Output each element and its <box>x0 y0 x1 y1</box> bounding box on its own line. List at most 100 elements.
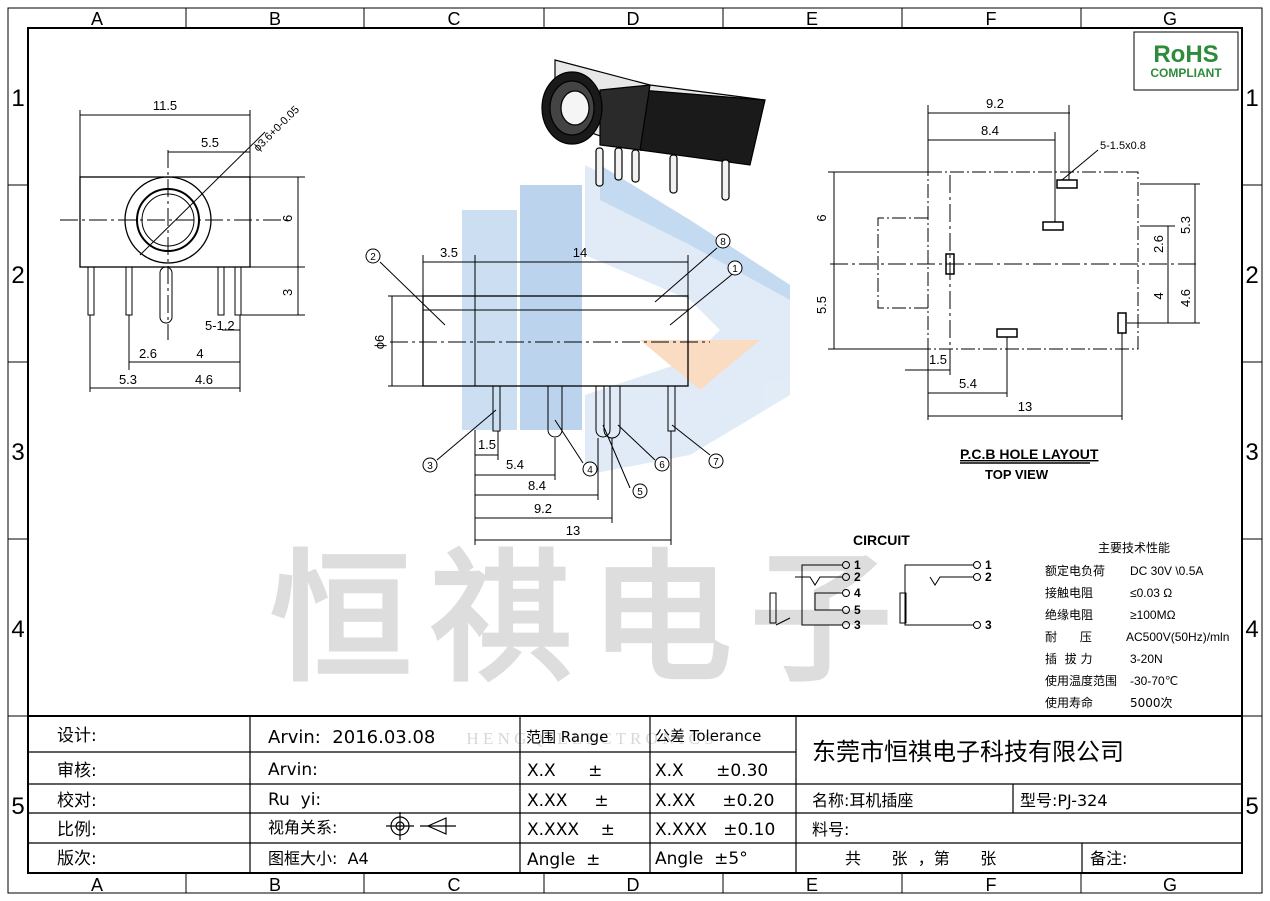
dim-8-4-front: 8.4 <box>528 478 546 493</box>
label-revision: 版次: <box>57 849 97 869</box>
grid-labels: A B C D E F G A B C D E F G 1 2 3 4 5 1 … <box>11 9 1258 895</box>
model-number: 型号:PJ-324 <box>1020 791 1108 810</box>
dim-4-6-pcb: 4.6 <box>1178 289 1193 307</box>
range-header: 范围 Range <box>526 728 608 746</box>
range-row-1: X.XX ± <box>527 791 609 811</box>
col-label-e-top: E <box>806 9 818 29</box>
front-view <box>379 247 736 545</box>
rohs-subtitle: COMPLIANT <box>1150 66 1222 80</box>
label-design: 设计: <box>57 726 97 746</box>
value-sheet-size: 图框大小: A4 <box>268 849 369 868</box>
tolerance-row-3: Angle ±5° <box>655 849 748 869</box>
pcb-layout-title: P.C.B HOLE LAYOUT TOP VIEW <box>960 446 1099 482</box>
col-label-e-bottom: E <box>806 875 818 895</box>
circuit-left-pin-5: 5 <box>854 603 861 617</box>
row-label-3-right: 3 <box>1245 439 1258 466</box>
spec-table: 主要技术性能 额定电负荷 DC 30V \0.5A 接触电阻 ≤0.03 Ω 绝… <box>1045 541 1229 710</box>
spec-label-6: 使用寿命 <box>1045 695 1093 710</box>
projection-symbol-icon <box>386 812 456 840</box>
value-review: Arvin: <box>268 760 318 780</box>
dim-diameter-3-6: ϕ3.6+0-0.05 <box>252 104 302 154</box>
tolerance-row-1: X.XX ±0.20 <box>655 791 774 811</box>
dim-diameter-6: ϕ6 <box>372 335 387 350</box>
dim-slot-size: 5-1.5x0.8 <box>1100 140 1146 152</box>
dim-3-5: 3.5 <box>440 245 458 260</box>
circuit-right-pin-1: 1 <box>985 558 992 572</box>
dim-2-6-pcb: 2.6 <box>1151 235 1166 253</box>
circuit-right-pin-3: 3 <box>985 618 992 632</box>
title-block-grid <box>28 715 1242 873</box>
rohs-title: RoHS <box>1153 41 1218 68</box>
spec-label-0: 额定电负荷 <box>1045 563 1105 578</box>
dim-13-pcb: 13 <box>1018 399 1032 414</box>
company-name: 东莞市恒祺电子科技有限公司 <box>812 738 1124 766</box>
spec-label-3: 耐 压 <box>1045 630 1092 644</box>
dim-3-side: 3 <box>280 289 295 296</box>
rohs-badge: RoHS COMPLIANT <box>1133 31 1239 91</box>
dim-14: 14 <box>573 245 587 260</box>
sheet-count: 共 张 ，第 张 <box>845 849 996 868</box>
spec-value-0: DC 30V \0.5A <box>1130 564 1203 578</box>
value-design: Arvin: 2016.03.08 <box>268 727 435 748</box>
tolerance-row-0: X.X ±0.30 <box>655 761 768 781</box>
spec-value-6: 5000次 <box>1130 696 1173 710</box>
circuit-right-pin-2: 2 <box>985 570 992 584</box>
callout-5: 5 <box>637 487 643 498</box>
watermark-logo <box>462 165 790 475</box>
product-3d-view <box>541 59 766 201</box>
row-label-3-left: 3 <box>11 439 24 466</box>
front-view-callouts <box>365 233 743 499</box>
dim-6-side: 6 <box>280 215 295 222</box>
col-label-a-top: A <box>91 9 103 29</box>
circuit-title: CIRCUIT <box>853 532 910 548</box>
spec-label-2: 绝缘电阻 <box>1045 607 1093 622</box>
dim-13-front: 13 <box>566 523 580 538</box>
callout-4: 4 <box>587 465 593 476</box>
col-label-f-top: F <box>986 9 997 29</box>
dim-9-2-pcb: 9.2 <box>986 96 1004 111</box>
col-label-f-bottom: F <box>986 875 997 895</box>
row-label-4-left: 4 <box>11 616 24 643</box>
dim-1-5-front: 1.5 <box>478 437 496 452</box>
front-view-dims: 3.5 14 ϕ6 1.5 5.4 8.4 9.2 13 <box>372 245 587 538</box>
dim-5-4-pcb: 5.4 <box>959 376 977 391</box>
circuit-labels: CIRCUIT 1 2 4 5 3 1 2 3 <box>853 532 992 632</box>
tolerance-header: 公差 Tolerance <box>655 727 761 745</box>
dim-4-side: 4 <box>196 346 203 361</box>
frame <box>7 7 1263 894</box>
callout-1: 1 <box>732 264 738 275</box>
row-label-5-left: 5 <box>11 793 24 820</box>
circuit-left-pin-1: 1 <box>854 558 861 572</box>
dim-5-5-pcb: 5.5 <box>814 296 829 314</box>
callout-7: 7 <box>713 457 719 468</box>
part-name: 名称:耳机插座 <box>812 791 913 810</box>
spec-value-2: ≥100MΩ <box>1130 608 1176 622</box>
spec-value-3: AC500V(50Hz)/mln <box>1126 630 1229 644</box>
label-review: 审核: <box>57 761 97 781</box>
remark: 备注: <box>1090 849 1127 868</box>
circuit-left-pin-4: 4 <box>854 586 861 600</box>
col-label-g-top: G <box>1163 9 1177 29</box>
circuit-left-pin-3: 3 <box>854 618 861 632</box>
value-projection: 视角关系: <box>268 818 337 837</box>
circuit-left-pin-2: 2 <box>854 570 861 584</box>
callout-2: 2 <box>370 252 376 263</box>
watermark-subtext: H E N G Q I E L E C T R O N I C S <box>466 729 713 748</box>
pcb-layout-dims: 9.2 8.4 5-1.5x0.8 6 5.5 5.3 2.6 4 4.6 1.… <box>814 96 1193 414</box>
pcb-layout <box>828 105 1200 420</box>
watermark-text: 恒祺电子 <box>270 537 910 702</box>
dim-1-5-pcb: 1.5 <box>929 352 947 367</box>
title-block-text: 设计: 审核: 校对: 比例: 版次: Arvin: 2016.03.08 Ar… <box>57 726 1127 870</box>
side-view <box>60 110 305 392</box>
dim-2-6-side: 2.6 <box>139 346 157 361</box>
spec-value-1: ≤0.03 Ω <box>1130 586 1172 600</box>
dim-4-pcb: 4 <box>1151 292 1166 299</box>
label-check: 校对: <box>57 791 97 811</box>
range-row-2: X.XXX ± <box>527 820 615 840</box>
dim-5-5: 5.5 <box>201 135 219 150</box>
col-label-g-bottom: G <box>1163 875 1177 895</box>
watermark: 恒祺电子 H E N G Q I E L E C T R O N I C S <box>270 165 910 748</box>
col-label-b-top: B <box>269 9 281 29</box>
col-label-b-bottom: B <box>269 875 281 895</box>
